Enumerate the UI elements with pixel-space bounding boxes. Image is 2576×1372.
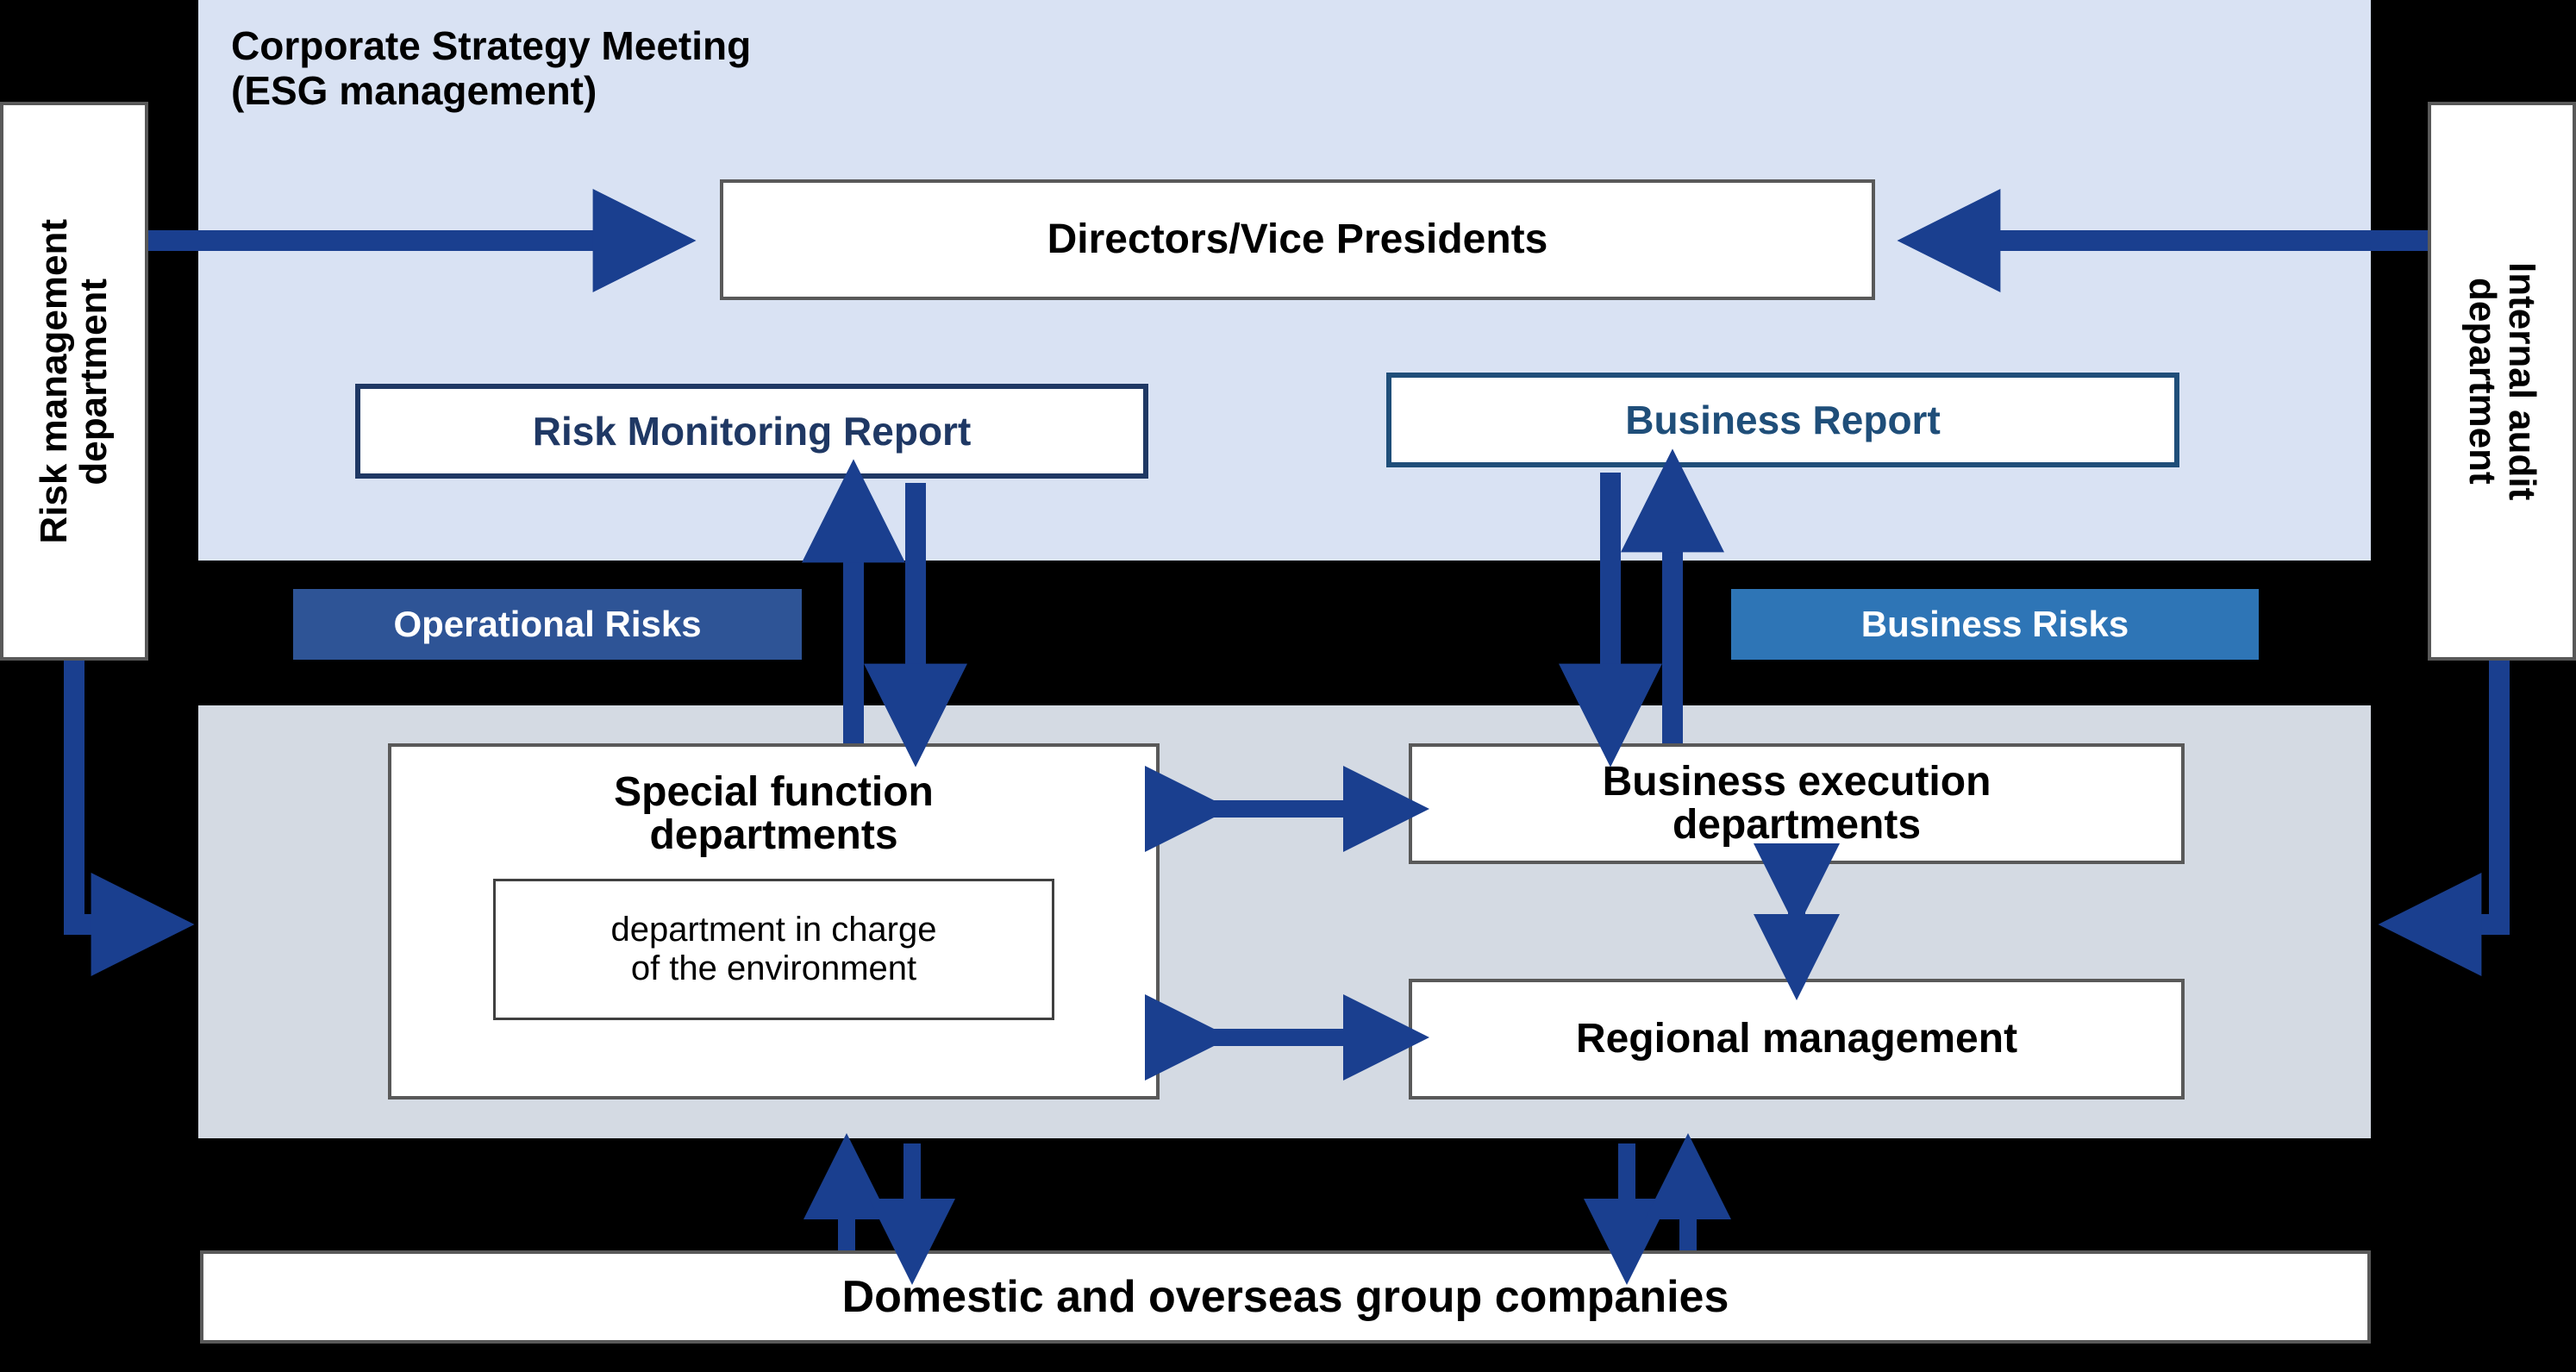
business-report-box[interactable]: Business Report [1386, 373, 2179, 467]
risk-monitoring-report-label: Risk Monitoring Report [532, 408, 972, 454]
business-report-label: Business Report [1625, 397, 1941, 442]
environment-department-label: department in charge of the environment [610, 910, 937, 987]
business-execution-departments-label: Business execution departments [1602, 758, 1991, 848]
special-function-departments-box[interactable]: Special function departments department … [388, 743, 1160, 1099]
risk-management-department-box[interactable]: Risk management department [0, 102, 148, 661]
internal-audit-department-box[interactable]: Internal audit department [2428, 102, 2576, 661]
business-risks-label: Business Risks [1860, 604, 2129, 644]
group-companies-label: Domestic and overseas group companies [841, 1271, 1729, 1322]
panel-title: Corporate Strategy Meeting (ESG manageme… [231, 23, 752, 113]
directors-vice-presidents-box[interactable]: Directors/Vice Presidents [720, 179, 1875, 300]
risk-management-to-departments-elbow-arrow [64, 661, 195, 976]
risk-monitoring-report-box[interactable]: Risk Monitoring Report [355, 384, 1148, 479]
regional-management-label: Regional management [1575, 1015, 2018, 1062]
regional-management-box[interactable]: Regional management [1409, 979, 2185, 1099]
risk-management-department-label: Risk management department [32, 218, 115, 544]
operational-risks-label: Operational Risks [393, 604, 702, 644]
business-risks-badge: Business Risks [1731, 589, 2259, 660]
internal-audit-to-departments-elbow-arrow [2378, 661, 2510, 976]
operational-risks-badge: Operational Risks [293, 589, 802, 660]
business-execution-departments-box[interactable]: Business execution departments [1409, 743, 2185, 864]
environment-department-box[interactable]: department in charge of the environment [493, 878, 1054, 1020]
special-function-departments-label: Special function departments [614, 769, 934, 859]
internal-audit-department-label: Internal audit department [2461, 261, 2544, 501]
group-companies-box[interactable]: Domestic and overseas group companies [200, 1250, 2371, 1344]
directors-label: Directors/Vice Presidents [1047, 216, 1548, 262]
